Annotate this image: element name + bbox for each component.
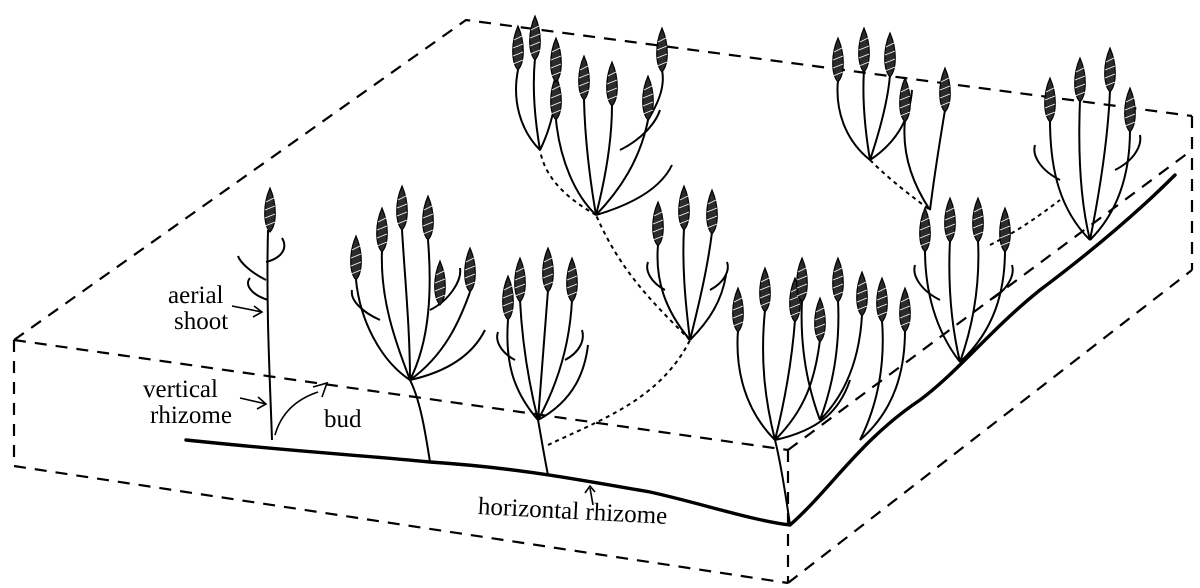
plant-clump-front-right bbox=[733, 258, 911, 525]
plant-clump-3 bbox=[497, 248, 588, 475]
horizontal-rhizome-line bbox=[186, 175, 1175, 525]
plant-clump-right-1 bbox=[914, 198, 1012, 362]
plant-clump-middle bbox=[647, 186, 728, 340]
block-front-bottom-edge bbox=[14, 466, 788, 583]
label-rhizome: rhizome bbox=[150, 402, 232, 429]
plant-clump-2 bbox=[351, 186, 485, 462]
plant-clump-right-2 bbox=[1034, 48, 1140, 240]
plant-clump-back-right bbox=[833, 28, 951, 210]
label-vertical: vertical bbox=[143, 376, 218, 403]
single-aerial-shoot bbox=[238, 188, 318, 440]
plant-clump-back-middle bbox=[513, 16, 672, 215]
label-aerial: aerial bbox=[168, 282, 224, 309]
label-bud: bud bbox=[324, 406, 362, 433]
bud-arrow bbox=[313, 383, 327, 397]
block-right-bottom-edge bbox=[788, 270, 1192, 583]
label-shoot: shoot bbox=[174, 308, 228, 335]
